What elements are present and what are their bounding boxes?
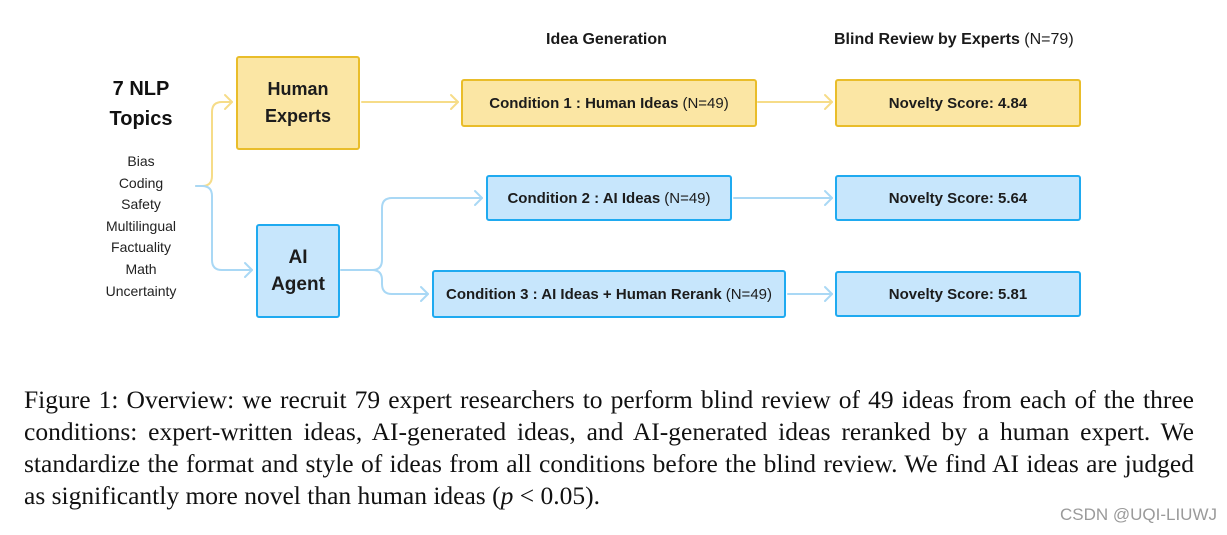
- flow-arrows: [195, 94, 833, 302]
- arrowhead-ai-to-cond3: [420, 286, 429, 302]
- human-experts-line1: Human: [267, 79, 329, 99]
- header-idea-generation: Idea Generation: [546, 31, 667, 49]
- condition-1-n: (N=49): [682, 94, 729, 112]
- condition-1-label: Condition 1 : Human Ideas: [489, 94, 679, 112]
- topic-item: Math: [125, 260, 157, 277]
- topics-title: 7 NLP Topics: [96, 74, 186, 134]
- condition-3-box: Condition 3 : AI Ideas + Human Rerank (N…: [432, 270, 786, 318]
- arrowhead-topics-to-human: [224, 94, 233, 110]
- topics-list: Bias Coding Safety Multilingual Factuali…: [90, 151, 192, 302]
- header-blind-review-label: Blind Review by Experts: [834, 31, 1020, 48]
- condition-3-label: Condition 3 : AI Ideas + Human Rerank: [445, 285, 722, 303]
- header-blind-review: Blind Review by Experts (N=79): [834, 31, 1074, 49]
- human-experts-box: Human Experts: [236, 56, 360, 150]
- novelty-score-1-box: Novelty Score: 4.84: [835, 79, 1081, 127]
- figure-caption: Figure 1: Overview: we recruit 79 expert…: [24, 384, 1194, 512]
- arrowhead-human-to-cond1: [450, 94, 459, 110]
- topic-item: Safety: [121, 196, 161, 213]
- novelty-score-2-label: Novelty Score: 5.64: [888, 189, 1028, 207]
- condition-3-n: (N=49): [725, 285, 773, 303]
- arrowhead-ai-to-cond2: [474, 190, 483, 206]
- condition-2-box: Condition 2 : AI Ideas (N=49): [486, 175, 732, 221]
- topic-item: Coding: [118, 174, 164, 191]
- topic-item: Multilingual: [105, 217, 177, 234]
- topics-title-line2: Topics: [109, 108, 173, 130]
- condition-2-n: (N=49): [664, 189, 711, 207]
- caption-math-p: p: [500, 481, 514, 510]
- novelty-score-1-label: Novelty Score: 4.84: [888, 94, 1028, 112]
- topic-item: Factuality: [111, 239, 171, 256]
- caption-text: Figure 1: Overview: we recruit 79 expert…: [24, 385, 1194, 510]
- arrow-ai-to-cond3: [371, 269, 429, 295]
- ai-agent-line2: Agent: [271, 274, 325, 295]
- ai-agent-box: AI Agent: [256, 224, 340, 318]
- arrowhead-cond1-to-score1: [824, 94, 833, 110]
- condition-1-box: Condition 1 : Human Ideas (N=49): [461, 79, 757, 127]
- arrow-ai-to-cond2: [340, 197, 483, 271]
- caption-math-rest: < 0.05).: [513, 481, 600, 510]
- novelty-score-2-box: Novelty Score: 5.64: [835, 175, 1081, 221]
- ai-agent-line1: AI: [288, 247, 308, 268]
- arrowhead-cond3-to-score3: [824, 286, 833, 302]
- condition-2-label: Condition 2 : AI Ideas: [507, 189, 661, 207]
- header-idea-generation-label: Idea Generation: [546, 31, 667, 48]
- novelty-score-3-box: Novelty Score: 5.81: [835, 271, 1081, 317]
- topic-item: Uncertainty: [105, 282, 177, 299]
- arrowhead-topics-to-ai: [244, 262, 253, 278]
- human-experts-line2: Experts: [264, 106, 332, 126]
- header-blind-review-n: (N=79): [1024, 31, 1074, 48]
- novelty-score-3-label: Novelty Score: 5.81: [888, 285, 1028, 303]
- watermark: CSDN @UQI-LIUWJ: [1059, 505, 1217, 524]
- topic-item: Bias: [127, 153, 155, 169]
- arrow-topics-to-ai: [195, 185, 253, 271]
- arrow-topics-to-human: [195, 101, 233, 187]
- topics-title-line1: 7 NLP: [112, 78, 170, 100]
- arrowhead-cond2-to-score2: [824, 190, 833, 206]
